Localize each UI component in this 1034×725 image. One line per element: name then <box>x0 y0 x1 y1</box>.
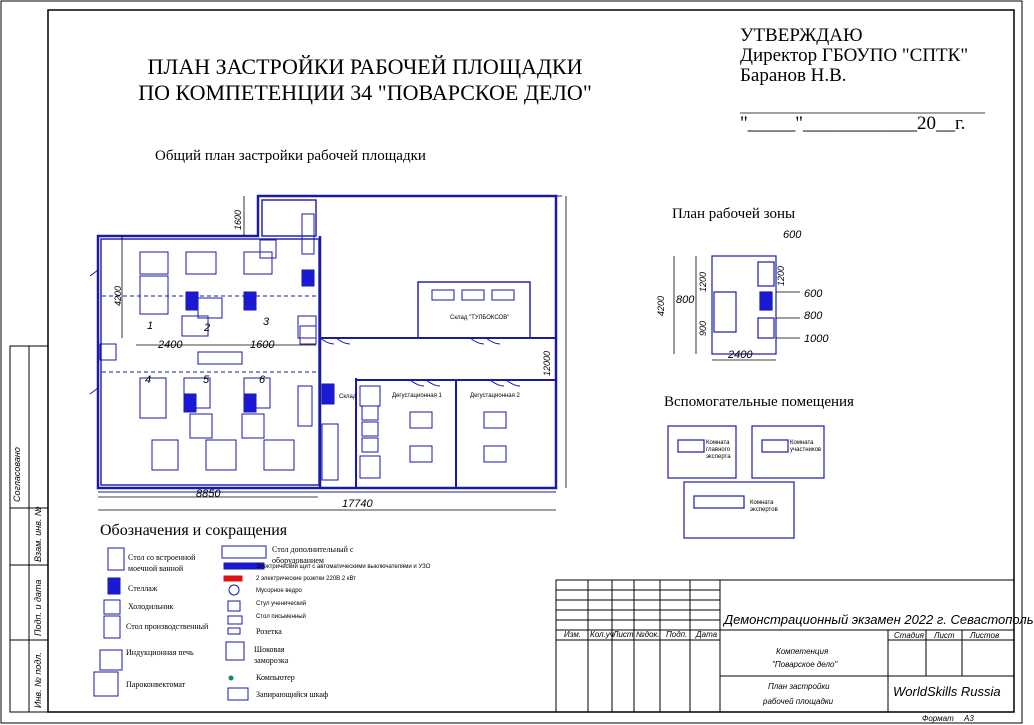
legend-item-sink-table: Стол со встроенной моечной ванной <box>128 553 196 573</box>
dim-12000: 12000 <box>542 350 552 376</box>
format-value: А3 <box>964 714 974 723</box>
exam-title: Демонстрационный экзамен 2022 г. Севасто… <box>724 612 1034 627</box>
wz-dim-600-right: 600 <box>804 288 823 300</box>
plan-line-2: рабочей площадки <box>763 697 834 706</box>
legend-item-sockets-2kw: 2 электрические розетки 220В 2 кВт <box>256 576 357 582</box>
wz-dim-2400: 2400 <box>728 349 753 361</box>
aux-participants: Комната участников <box>790 440 822 453</box>
approve-date: "_____"____________20__г. <box>740 113 966 134</box>
right-column <box>299 213 381 481</box>
legend-item-combi-oven: Пароконвектомат <box>126 680 186 689</box>
plan-line-1: План застройки <box>768 682 830 691</box>
title-line-1: ПЛАН ЗАСТРОЙКИ РАБОЧЕЙ ПЛОЩАДКИ <box>147 54 583 79</box>
legend-item-shelf: Стеллаж <box>128 584 158 593</box>
wz-dim-900: 900 <box>698 320 708 336</box>
col-list: Лист <box>613 630 634 639</box>
col-ndok: №док. <box>636 630 660 639</box>
dim-1600-top: 1600 <box>233 209 243 230</box>
wz-dim-800-right: 800 <box>804 310 823 322</box>
legend-item-socket: Розетка <box>256 627 282 636</box>
legend-item-locker: Запирающийся шкаф <box>256 690 329 699</box>
dim-8850: 8850 <box>196 488 221 500</box>
col-podp: Подп. <box>666 630 688 639</box>
workplace-5: 5 <box>203 374 210 386</box>
general-dims <box>98 196 567 511</box>
aux-experts: Комната экспертов <box>750 500 778 513</box>
legend-item-blast-chiller: Шоковая заморозка <box>254 645 289 665</box>
room-store: Склад <box>339 394 357 400</box>
col-data: Дата <box>696 630 718 639</box>
legend-item-computer: Компьютер <box>256 673 295 682</box>
dim-4200: 4200 <box>113 285 123 306</box>
approve-position: Директор ГБОУПО "СПТК" <box>740 45 969 66</box>
workstations-top <box>139 239 317 339</box>
warehouse-shelves <box>431 289 515 301</box>
aux-rooms-title: Вспомогательные помещения <box>664 394 854 410</box>
side-inv-orig: Инв. № подл. <box>33 652 43 708</box>
general-plan-title: Общий план застройки рабочей площадки <box>155 148 426 164</box>
wz-dim-1200a: 1200 <box>698 271 708 292</box>
title-block <box>555 579 1015 713</box>
aux-chief-expert: Комната главного эксперта <box>706 440 731 460</box>
workstations-bottom <box>139 377 313 471</box>
approve-name: Баранов Н.В. <box>740 65 847 86</box>
legend-title: Обозначения и сокращения <box>100 522 288 539</box>
legend-item-extra-table: Стол дополнительный с оборудованием <box>272 545 354 565</box>
legend-item-panel: Электрический щит с автоматическими выкл… <box>256 564 431 570</box>
competence-line-2: "Поварское дело" <box>772 660 838 669</box>
wz-dim-4200: 4200 <box>656 295 666 316</box>
legend-item-chair: Стул ученический <box>256 601 307 607</box>
workplace-4: 4 <box>145 374 152 386</box>
col-izm: Изм. <box>564 630 582 639</box>
room-tasting-2: Дегустационная 2 <box>470 393 520 399</box>
dim-1600: 1600 <box>250 339 275 351</box>
dim-2400: 2400 <box>158 339 183 351</box>
extra-station <box>99 343 117 361</box>
workplace-3: 3 <box>263 316 270 328</box>
wz-dim-1000: 1000 <box>804 333 829 345</box>
sheet-label: Лист <box>934 631 955 640</box>
approve-heading: УТВЕРЖДАЮ <box>740 25 863 46</box>
room-warehouse: Склад "ТУЛБОКСОВ" <box>450 315 510 321</box>
competence-line-1: Компетенция <box>776 647 829 656</box>
legend-item-bin: Мусорное ведро <box>256 588 302 594</box>
org-name: WorldSkills Russia <box>893 684 1001 699</box>
tasting-tables <box>409 411 507 463</box>
wz-dim-800-left: 800 <box>676 294 695 306</box>
legend-item-fridge: Холодильник <box>128 602 174 611</box>
page-title: ПЛАН ЗАСТРОЙКИ РАБОЧЕЙ ПЛОЩАДКИ ПО КОМПЕ… <box>100 54 630 106</box>
side-sign-date: Подп. и дата <box>33 579 43 636</box>
approval-block: УТВЕРЖДАЮ Директор ГБОУПО "СПТК" Баранов… <box>740 26 968 86</box>
extra-table <box>197 351 243 365</box>
col-koluch: Кол.уч <box>590 630 614 639</box>
side-agreed: Согласовано <box>12 447 22 502</box>
aux-rooms <box>667 425 825 539</box>
legend-item-induction: Индукционная печь <box>126 648 194 657</box>
wz-dim-600-top: 600 <box>783 229 802 241</box>
work-zone-plan <box>711 255 777 355</box>
dim-17740: 17740 <box>342 498 373 510</box>
format-label: Формат <box>922 714 954 723</box>
work-zone-title: План рабочей зоны <box>672 206 796 222</box>
legend-item-prod-table: Стол производственный <box>126 622 209 631</box>
sheets-label: Листов <box>970 631 1000 640</box>
room-tasting-1: Дегустационная 1 <box>392 393 442 399</box>
workplace-1: 1 <box>147 320 154 332</box>
work-zone-dims <box>673 256 800 361</box>
legend-item-desk: Стол письменный <box>256 614 306 620</box>
title-line-2: ПО КОМПЕТЕНЦИИ 34 "ПОВАРСКОЕ ДЕЛО" <box>138 80 592 105</box>
side-stamp <box>9 345 49 713</box>
general-plan <box>89 194 562 493</box>
wz-dim-1200b: 1200 <box>776 265 786 286</box>
side-inv-sub: Взам. инв. № <box>33 506 43 562</box>
workplace-6: 6 <box>259 374 266 386</box>
workplace-2: 2 <box>204 322 211 334</box>
legend-symbols <box>93 545 267 701</box>
stage-label: Стадия <box>894 631 924 640</box>
